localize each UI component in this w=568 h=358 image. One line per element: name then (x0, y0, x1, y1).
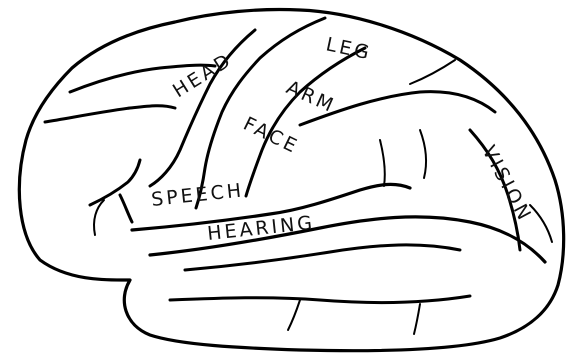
frontal-branch-1 (90, 160, 140, 205)
label-vision: VISION (478, 142, 537, 226)
label-leg: LEG (324, 33, 374, 64)
superior-temporal-sulcus (185, 245, 460, 270)
precentral-sulcus (150, 30, 255, 186)
parietal-branch-1 (380, 140, 385, 186)
label-head: HEAD (169, 49, 237, 103)
central-sulcus (196, 18, 325, 208)
inferior-temporal-sulcus (170, 296, 470, 303)
label-face: FACE (240, 113, 303, 159)
parietal-branch-3 (410, 60, 455, 84)
frontal-branch-3 (94, 200, 104, 235)
temporal-branch-1 (288, 300, 300, 330)
frontal-branch-2 (120, 195, 132, 222)
inferior-frontal-sulcus (45, 106, 175, 122)
parietal-branch-2 (420, 130, 426, 178)
temporal-branch-2 (414, 304, 420, 334)
